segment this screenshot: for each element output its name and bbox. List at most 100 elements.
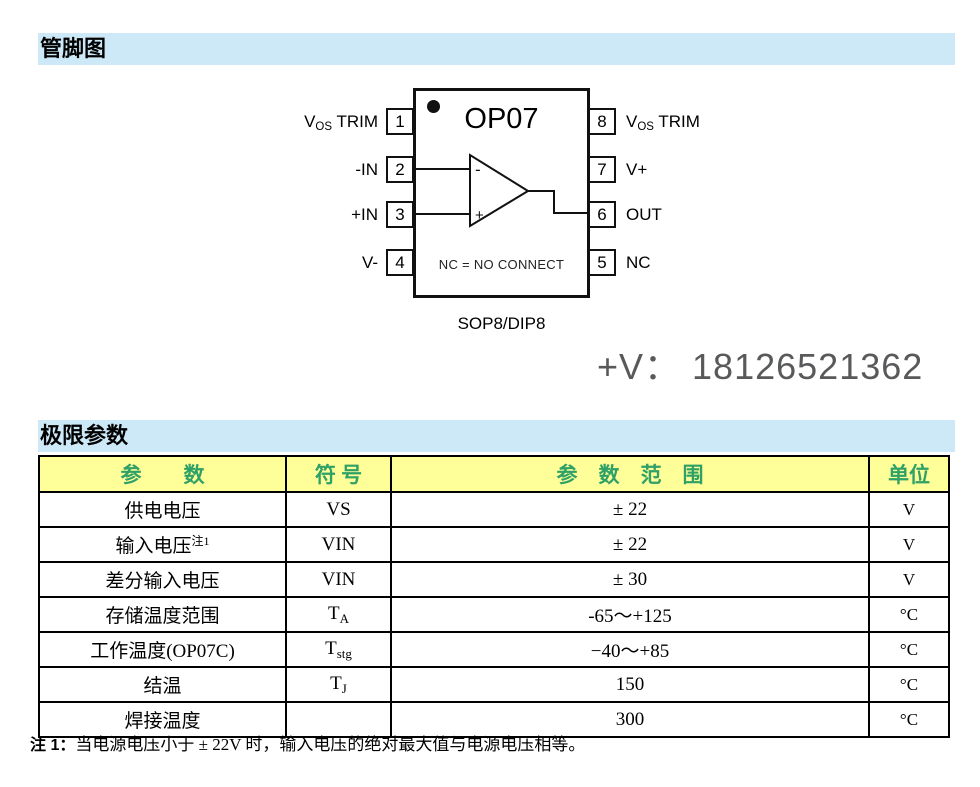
symbol-text: VIN: [321, 533, 356, 555]
param-footnote-sup: 注1: [191, 534, 210, 548]
pin-label-out: OUT: [626, 205, 776, 225]
opamp-triangle-icon: [469, 153, 530, 228]
header-unit: 单位: [868, 455, 950, 493]
pin-label-vos-trim-right: VOS TRIM: [626, 112, 776, 133]
symbol-subscript: A: [339, 610, 349, 626]
cell-range: 150: [390, 666, 870, 703]
param-text: 差分输入电压: [105, 571, 220, 592]
cell-unit: V: [868, 526, 950, 563]
pin-label-v-plus: V+: [626, 160, 776, 180]
chip-name: OP07: [464, 103, 539, 135]
cell-param: 差分输入电压: [38, 561, 287, 598]
pin-diagram-section-bar: 管脚图: [38, 33, 955, 65]
cell-unit: V: [868, 561, 950, 598]
param-text: 焊接温度: [124, 711, 201, 732]
cell-param: 工作温度(OP07C): [38, 631, 287, 668]
pin-label-v-minus: V-: [240, 253, 378, 273]
pin-label-neg-in: -IN: [240, 160, 378, 180]
pin-box-6: 6: [588, 201, 616, 228]
pin-label-base: V+: [626, 160, 648, 179]
cell-symbol: VIN: [285, 526, 392, 563]
pin-label-sub: OS: [637, 121, 654, 133]
cell-param: 存储温度范围: [38, 596, 287, 633]
opamp-plus-sign: +: [475, 207, 484, 224]
pin-label-nc: NC: [626, 253, 776, 273]
header-range: 参 数 范 围: [390, 455, 870, 493]
cell-symbol: TA: [285, 596, 392, 633]
pin-label-base: -IN: [355, 160, 378, 179]
cell-symbol: VS: [285, 491, 392, 528]
cell-unit: °C: [868, 631, 950, 668]
cell-param: 供电电压: [38, 491, 287, 528]
cell-symbol: TJ: [285, 666, 392, 703]
symbol-text: T: [330, 672, 342, 694]
cell-param: 结温: [38, 666, 287, 703]
table-row: 输入电压注1 VIN ± 22 V: [38, 526, 950, 563]
symbol-subscript: J: [341, 680, 347, 696]
cell-range: 300: [390, 701, 870, 738]
pin-box-4: 4: [386, 249, 414, 276]
cell-range: ± 22: [390, 526, 870, 563]
cell-symbol: VIN: [285, 561, 392, 598]
param-text: 存储温度范围: [105, 606, 220, 627]
nc-note: NC = NO CONNECT: [438, 257, 565, 272]
table-row: 焊接温度 300 °C: [38, 701, 950, 738]
cell-range: ± 22: [390, 491, 870, 528]
pin-diagram-section-title: 管脚图: [40, 36, 107, 61]
pin-label-base: +IN: [351, 205, 378, 224]
pin-label-rest: TRIM: [653, 112, 700, 131]
pin-label-pos-in: +IN: [240, 205, 378, 225]
output-wire: [528, 190, 588, 214]
pin-box-1: 1: [386, 108, 414, 135]
cell-range: ± 30: [390, 561, 870, 598]
package-label: SOP8/DIP8: [457, 314, 546, 333]
pin-label-base: V: [626, 112, 638, 131]
table-row: 工作温度(OP07C) Tstg −40～+85 °C: [38, 631, 950, 668]
param-text: 结温: [143, 676, 182, 697]
footnote-text: 当电源电压小于 ± 22V 时，输入电压的绝对最大值与电源电压相等。: [75, 735, 586, 754]
opamp-minus-sign: -: [475, 160, 481, 179]
header-param: 参 数: [38, 455, 287, 493]
table-row: 供电电压 VS ± 22 V: [38, 491, 950, 528]
cell-symbol: [285, 701, 392, 738]
table-row: 结温 TJ 150 °C: [38, 666, 950, 703]
cell-unit: °C: [868, 701, 950, 738]
cell-range: -65～+125: [390, 596, 870, 633]
pin-label-rest: TRIM: [332, 112, 378, 131]
symbol-text: T: [328, 602, 340, 624]
param-text: 供电电压: [124, 501, 201, 522]
symbol-subscript: stg: [336, 645, 352, 661]
param-text: 工作温度(OP07C): [90, 641, 235, 662]
pin-label-base: OUT: [626, 205, 662, 224]
table-row: 差分输入电压 VIN ± 30 V: [38, 561, 950, 598]
limits-table: 参 数 符 号 参 数 范 围 单位 供电电压 VS ± 22 V 输入电压注1…: [38, 455, 950, 738]
footnote-prefix: 注 1：: [30, 737, 76, 754]
cell-param: 输入电压注1: [38, 526, 287, 563]
limits-section-title: 极限参数: [40, 423, 129, 448]
cell-unit: V: [868, 491, 950, 528]
symbol-text: VS: [326, 498, 351, 520]
symbol-text: T: [325, 637, 337, 659]
pin-box-3: 3: [386, 201, 414, 228]
table-row: 存储温度范围 TA -65～+125 °C: [38, 596, 950, 633]
symbol-text: VIN: [321, 568, 356, 590]
cell-unit: °C: [868, 666, 950, 703]
watermark-phone-text: +V： 18126521362: [597, 346, 924, 387]
pin-label-vos-trim-left: VOS TRIM: [240, 112, 378, 133]
pin-box-2: 2: [386, 156, 414, 183]
pin-label-base: NC: [626, 253, 651, 272]
limits-section-bar: 极限参数: [38, 420, 955, 452]
pin-label-base: V: [304, 112, 316, 131]
pin-box-8: 8: [588, 108, 616, 135]
cell-param: 焊接温度: [38, 701, 287, 738]
pin1-marker-dot-icon: [427, 100, 440, 113]
table-header-row: 参 数 符 号 参 数 范 围 单位: [38, 455, 950, 493]
cell-unit: °C: [868, 596, 950, 633]
pin-box-7: 7: [588, 156, 616, 183]
pin-label-base: V-: [361, 253, 378, 272]
pin-label-sub: OS: [315, 121, 333, 133]
header-symbol: 符 号: [285, 455, 392, 493]
opamp-symbol: - +: [413, 153, 588, 228]
cell-symbol: Tstg: [285, 631, 392, 668]
